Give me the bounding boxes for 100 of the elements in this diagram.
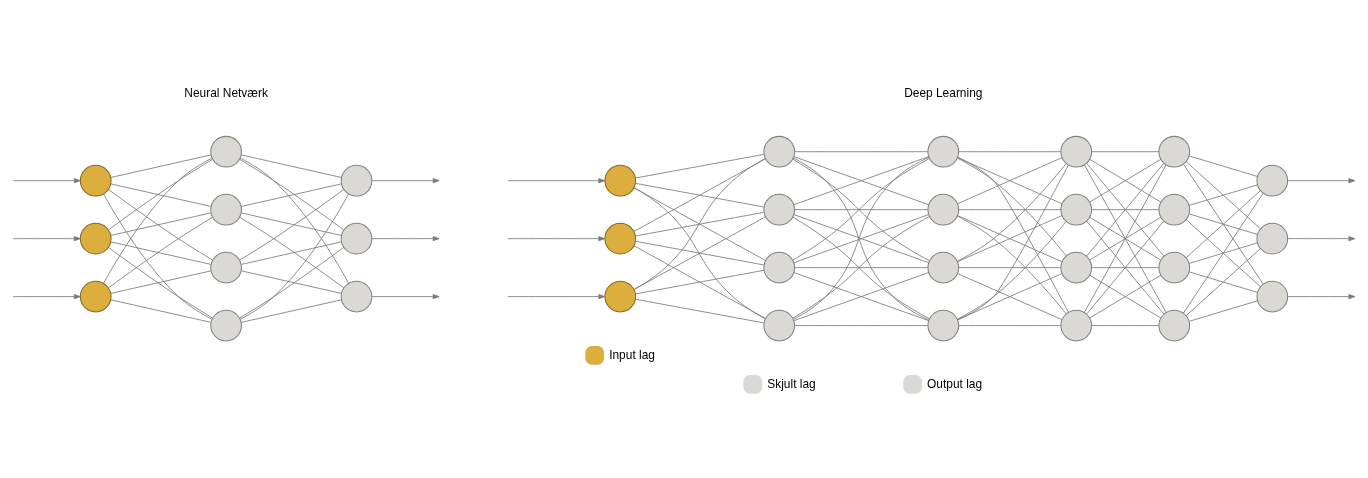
arrow xyxy=(12,235,81,241)
connector xyxy=(958,150,1062,152)
node-circle xyxy=(340,280,373,312)
connector xyxy=(794,208,929,210)
connector xyxy=(1185,247,1261,316)
connector xyxy=(110,269,212,294)
connector xyxy=(1091,150,1160,152)
node-circle xyxy=(927,135,960,168)
connector xyxy=(1188,271,1258,293)
node-circle xyxy=(1256,280,1289,312)
connector xyxy=(635,269,765,294)
legend-label: Input lag xyxy=(609,347,655,362)
label: Neural Netværk xyxy=(184,85,268,100)
connector xyxy=(103,193,213,320)
arrow xyxy=(12,293,81,299)
connector xyxy=(794,324,929,326)
node-circle xyxy=(927,193,960,225)
node-circle xyxy=(1060,309,1093,341)
arrow xyxy=(1287,293,1356,299)
connector xyxy=(240,240,342,265)
node-circle xyxy=(210,309,242,341)
node-circle xyxy=(763,309,796,341)
connector xyxy=(1188,299,1258,322)
node-circle xyxy=(79,280,112,312)
connector xyxy=(1091,324,1160,326)
connector xyxy=(1185,189,1261,258)
node-circle xyxy=(1158,251,1191,283)
connector xyxy=(240,269,342,294)
connector xyxy=(793,271,930,321)
connector xyxy=(635,298,765,323)
connector xyxy=(239,158,345,230)
node-circle xyxy=(604,164,637,197)
arrow xyxy=(1287,235,1356,241)
node-circle xyxy=(1256,164,1289,197)
connector xyxy=(1183,192,1264,313)
legend-label: Output lag xyxy=(927,376,983,391)
connector xyxy=(239,193,349,320)
connector xyxy=(239,216,345,288)
connector xyxy=(108,216,213,288)
connector xyxy=(239,157,349,284)
connector xyxy=(108,158,213,230)
node-circle xyxy=(604,280,637,312)
connector xyxy=(1089,274,1162,318)
node-circle xyxy=(927,309,960,341)
connector xyxy=(635,153,765,178)
node-circle xyxy=(763,135,796,168)
node-circle xyxy=(340,164,373,197)
node-circle xyxy=(210,135,242,168)
connector xyxy=(958,266,1062,268)
node-circle xyxy=(1060,251,1093,283)
connector xyxy=(794,266,929,268)
connector xyxy=(1091,208,1160,210)
arrow xyxy=(507,177,606,183)
connector xyxy=(103,157,213,284)
connector xyxy=(633,244,766,319)
connector xyxy=(794,150,929,152)
node-circle xyxy=(1158,309,1191,341)
connector xyxy=(957,214,1063,262)
connector xyxy=(633,157,766,290)
arrow xyxy=(1287,177,1356,183)
connector xyxy=(958,208,1062,210)
connector xyxy=(1188,213,1258,235)
connector xyxy=(240,183,342,207)
arrow xyxy=(371,293,440,299)
connector xyxy=(240,298,342,323)
connector xyxy=(110,182,212,207)
node-circle xyxy=(210,193,242,225)
connector xyxy=(1188,241,1258,264)
connector xyxy=(635,211,765,236)
connector xyxy=(633,157,766,232)
connector xyxy=(1185,160,1261,229)
node-circle xyxy=(927,251,960,283)
connector xyxy=(793,213,930,263)
connector xyxy=(110,211,212,236)
connector xyxy=(957,272,1063,320)
connector xyxy=(633,186,766,319)
connector xyxy=(1089,216,1162,260)
connector xyxy=(108,246,213,318)
connector xyxy=(1183,163,1264,284)
connector xyxy=(633,215,766,290)
node-circle xyxy=(1158,193,1191,225)
connector xyxy=(635,240,765,265)
node-circle xyxy=(1060,193,1093,225)
node-circle xyxy=(763,251,796,283)
arrow xyxy=(507,235,606,241)
node-circle xyxy=(1060,135,1093,168)
node-circle xyxy=(1256,222,1289,254)
connector xyxy=(1185,218,1261,287)
arrow xyxy=(507,293,606,299)
connector xyxy=(239,188,345,260)
legend-label: Skjult lag xyxy=(767,376,816,391)
node-circle xyxy=(1158,135,1191,168)
node-circle xyxy=(763,193,796,225)
arrow xyxy=(371,177,440,183)
connector xyxy=(110,154,212,178)
connector xyxy=(635,182,765,207)
node-circle xyxy=(604,222,637,254)
connector xyxy=(1091,266,1160,268)
connector xyxy=(1188,183,1258,206)
label: Deep Learning xyxy=(904,85,983,100)
